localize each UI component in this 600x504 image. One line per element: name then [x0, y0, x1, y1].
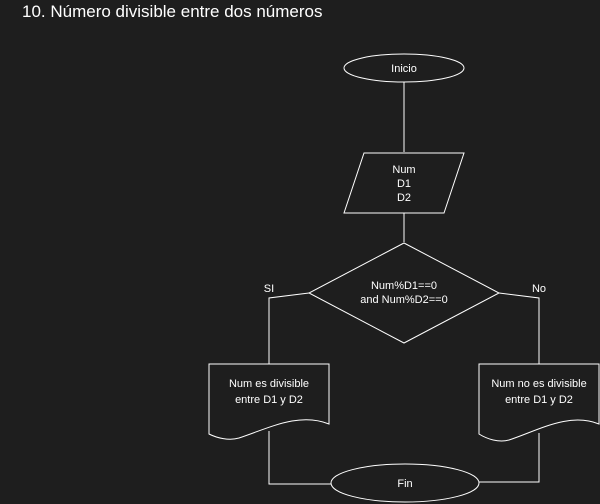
decision-line-2: and Num%D2==0	[360, 294, 447, 306]
output-no-node: Num no es divisible entre D1 y D2	[478, 363, 600, 442]
input-node: Num D1 D2	[343, 152, 465, 214]
decision-node: Num%D1==0 and Num%D2==0	[307, 242, 501, 344]
input-line-3: D2	[397, 192, 411, 204]
output-yes-node: Num es divisible entre D1 y D2	[208, 363, 330, 440]
input-line-2: D1	[397, 178, 411, 190]
end-ellipse	[330, 463, 480, 503]
no-branch-label: No	[532, 283, 546, 295]
output-no-document	[478, 363, 600, 442]
page-title: 10. Número divisible entre dos números	[22, 2, 323, 21]
output-no-line-1: Num no es divisible	[491, 378, 586, 390]
start-ellipse	[343, 53, 465, 83]
connector-yes-end	[268, 431, 331, 485]
decision-line-1: Num%D1==0	[371, 280, 437, 292]
end-node: Fin	[330, 463, 480, 503]
decision-diamond	[307, 242, 501, 344]
input-line-1: Num	[392, 164, 415, 176]
input-parallelogram	[343, 152, 465, 214]
output-no-line-2: entre D1 y D2	[505, 394, 573, 406]
output-yes-line-1: Num es divisible	[229, 378, 309, 390]
start-node: Inicio	[343, 53, 465, 83]
output-yes-line-2: entre D1 y D2	[235, 394, 303, 406]
connector-no-end	[479, 433, 540, 483]
connector-decision-no	[498, 292, 540, 364]
start-label: Inicio	[391, 63, 417, 75]
end-label: Fin	[397, 478, 412, 490]
output-yes-document	[208, 363, 330, 440]
yes-branch-label: SI	[264, 283, 274, 295]
connector-decision-yes	[268, 292, 310, 364]
